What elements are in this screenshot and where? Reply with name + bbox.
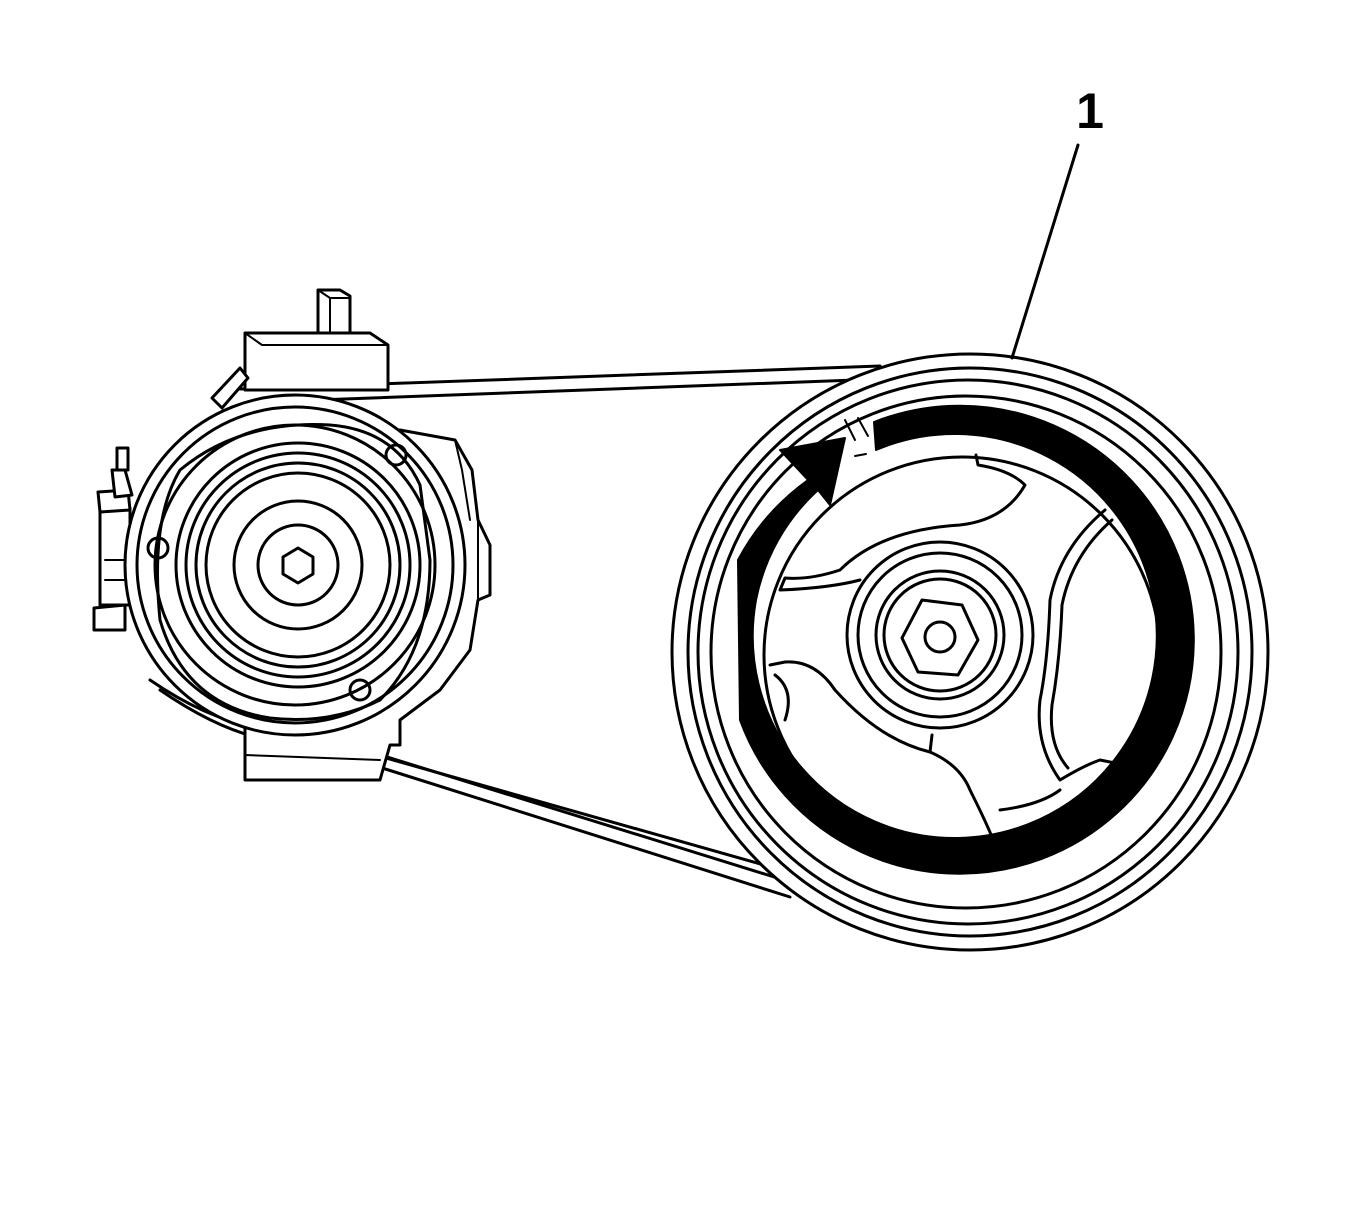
callout-number: 1	[1076, 83, 1104, 139]
clutch-hex-bolt	[281, 546, 315, 585]
electrical-connector	[92, 446, 134, 632]
pulley-spokes	[768, 453, 1127, 847]
rotation-direction-arrow	[737, 404, 1195, 875]
compressor-clutch-pulley	[123, 393, 467, 737]
crankshaft-pulley	[670, 352, 1270, 952]
ac-compressor	[92, 288, 492, 782]
callout-leader-line	[1010, 143, 1080, 360]
callout-1: 1	[1010, 83, 1104, 360]
compressor-top-fitting	[243, 331, 390, 392]
crank-bolt	[900, 598, 980, 677]
